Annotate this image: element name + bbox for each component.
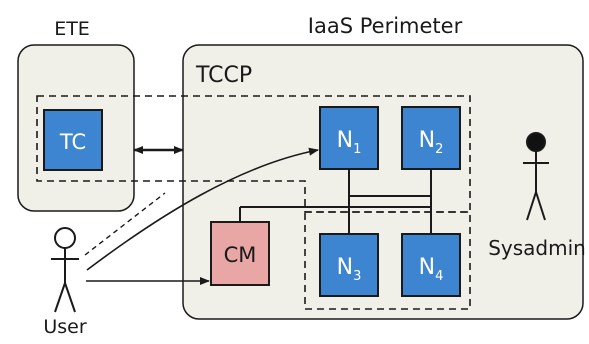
sysadmin-figure: [523, 132, 549, 221]
user-to-n1-arrow: [86, 147, 319, 271]
node-n2-label: N2: [419, 128, 444, 157]
tc-label: TC: [59, 130, 86, 154]
user-label: User: [43, 316, 86, 338]
iaas-perimeter-label: IaaS Perimeter: [308, 14, 463, 38]
tccp-label: TCCP: [195, 63, 252, 88]
tc-box: [43, 109, 103, 171]
node-n4-label: N4: [419, 255, 444, 284]
node-n1-box: [319, 106, 379, 170]
node-n1-label: N1: [337, 128, 362, 157]
cm-label: CM: [224, 243, 257, 267]
iaas-perimeter-region: [182, 44, 584, 320]
node-interconnect-lines: [239, 169, 432, 234]
node-n4-box: [401, 233, 461, 297]
node-n3-box: [319, 233, 379, 297]
cm-box: [210, 221, 270, 286]
node-n2-box: [401, 106, 461, 170]
sysadmin-label: Sysadmin: [488, 236, 586, 260]
ete-label: ETE: [54, 18, 90, 40]
user-to-ete-dashed-link: [84, 192, 166, 256]
user-figure: [51, 227, 79, 313]
node-n3-label: N3: [337, 255, 362, 284]
